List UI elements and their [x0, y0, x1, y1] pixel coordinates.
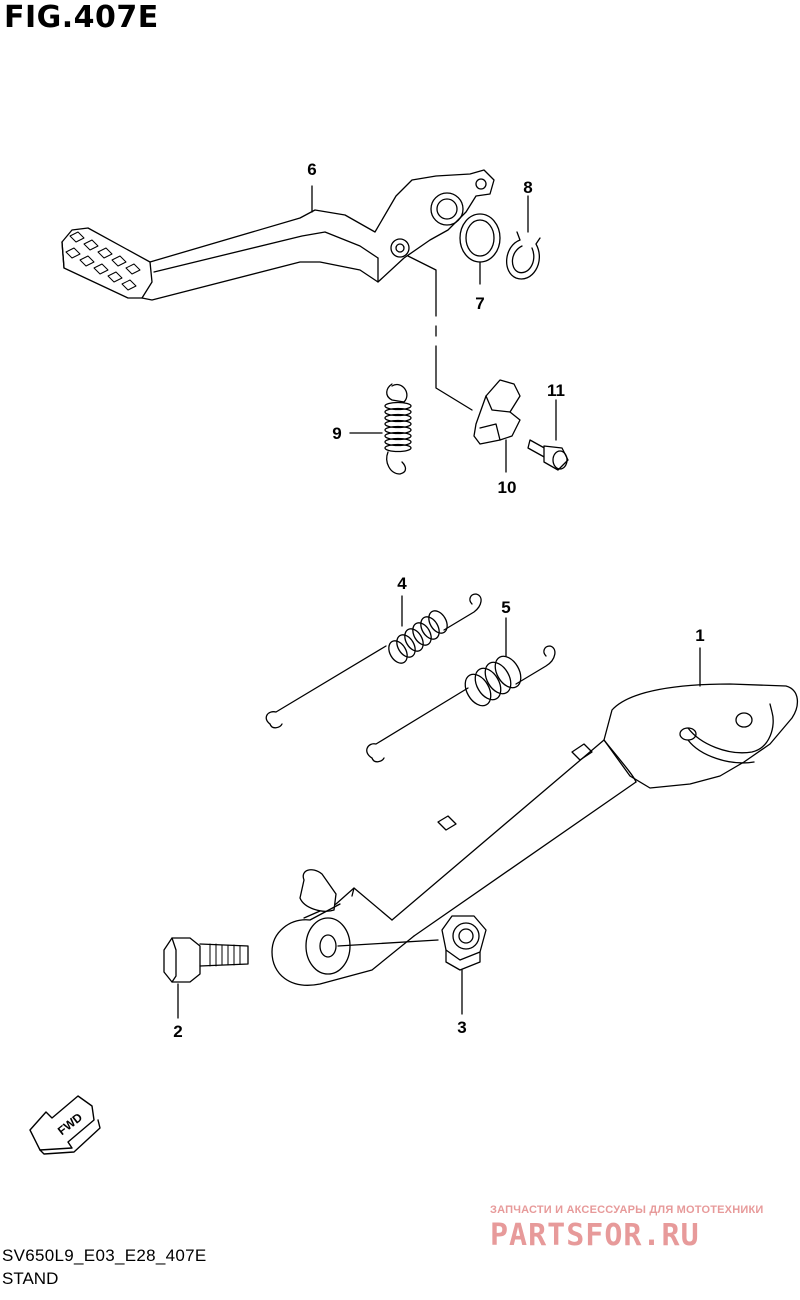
spring-part-5 — [367, 646, 555, 762]
callout-7: 7 — [475, 294, 485, 313]
spring-part-9 — [385, 384, 411, 474]
axis-line — [338, 940, 438, 946]
callout-4: 4 — [397, 574, 407, 593]
watermark-tagline: ЗАПЧАСТИ И АКСЕССУАРЫ ДЛЯ МОТОТЕХНИКИ — [490, 1204, 764, 1216]
callout-2: 2 — [173, 1022, 183, 1041]
figure-title: FIG.407E — [4, 0, 159, 35]
pivot-bolt-part-2 — [164, 938, 248, 982]
side-stand-part-1 — [272, 684, 797, 985]
figure-code: SV650L9_E03_E28_407E — [2, 1246, 207, 1265]
watermark-logo: PARTSFOR.RU — [490, 1218, 700, 1253]
callout-8: 8 — [523, 178, 533, 197]
figure-name: STAND — [2, 1269, 59, 1288]
brake-pedal-part-6 — [62, 170, 494, 300]
assembly-line — [408, 256, 472, 410]
nut-part-3 — [442, 916, 486, 970]
fwd-arrow-icon — [30, 1096, 100, 1154]
circlip-part-8 — [507, 232, 540, 279]
callout-11: 11 — [547, 381, 565, 400]
bolt-part-11 — [528, 440, 568, 470]
callout-9: 9 — [332, 424, 342, 443]
callout-1: 1 — [695, 626, 705, 645]
bracket-part-10 — [474, 380, 520, 444]
callout-6: 6 — [307, 160, 317, 179]
callout-3: 3 — [457, 1018, 467, 1037]
washer-part-7 — [460, 214, 500, 262]
callout-10: 10 — [497, 478, 517, 497]
spring-part-4 — [266, 594, 481, 728]
callout-5: 5 — [501, 598, 511, 617]
